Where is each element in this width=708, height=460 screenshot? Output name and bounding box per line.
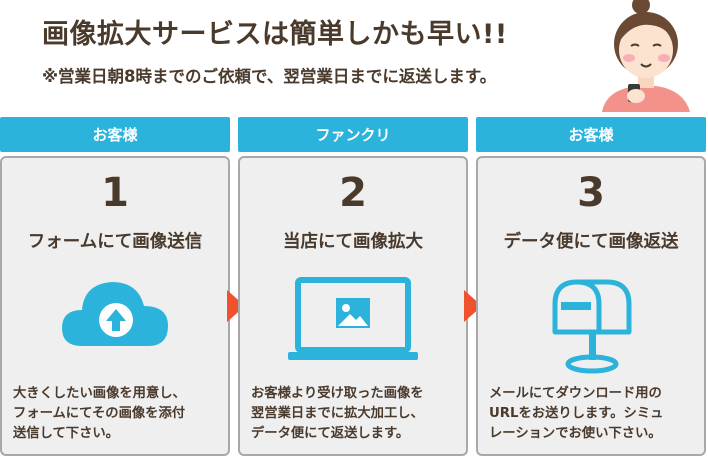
step-number: 3 [577,170,605,216]
arrow-right-icon [227,290,245,322]
step-body: 1 フォームにて画像送信 大きくしたい画像を用意し、 フォームにてその画像を添付… [0,156,230,456]
step-body: 2 当店にて画像拡大 お客様より受け取った画像を 翌営業日までに拡大加工し、 デ… [238,156,468,456]
step-actor-label: お客様 [0,117,230,152]
mascot-illustration [602,0,690,112]
step-description: メールにてダウンロード用の URLをお送りします。シミュ レーションでお使い下さ… [489,386,664,441]
step-number: 2 [339,170,367,216]
step-number: 1 [101,170,129,216]
step-body: 3 データ便にて画像返送 メールにてダウンロード用の URLをお送りします。シミ… [476,156,706,456]
step-description: お客様より受け取った画像を 翌営業日までに拡大加工し、 データ便にて返送します。 [251,386,424,441]
cloud-upload-icon [62,282,168,346]
subheadline: ※営業日朝8時までのご依頼で、翌営業日までに返送します。 [42,67,497,86]
monitor-image-icon [288,277,418,360]
step-actor-label: ファンクリ [238,117,468,152]
step-card-3: お客様 3 データ便にて画像返送 メールにてダウンロード用の URLをお送りしま… [476,117,706,456]
step-card-1: お客様 1 フォームにて画像送信 大きくしたい画像を用意し、 フォームにてその画… [0,117,230,456]
headline: 画像拡大サービスは簡単しかも早い!! [42,19,508,50]
arrow-right-icon [464,290,482,322]
step-description: 大きくしたい画像を用意し、 フォームにてその画像を添付 送信して下さい。 [13,386,186,441]
mailbox-icon [552,279,632,374]
step-title: 当店にて画像拡大 [283,232,423,252]
step-actor-label: お客様 [476,117,706,152]
step-title: データ便にて画像返送 [503,232,679,252]
step-title: フォームにて画像送信 [27,232,203,252]
step-card-2: ファンクリ 2 当店にて画像拡大 お客様より受け取った画像を 翌営業日までに拡大… [238,117,468,456]
